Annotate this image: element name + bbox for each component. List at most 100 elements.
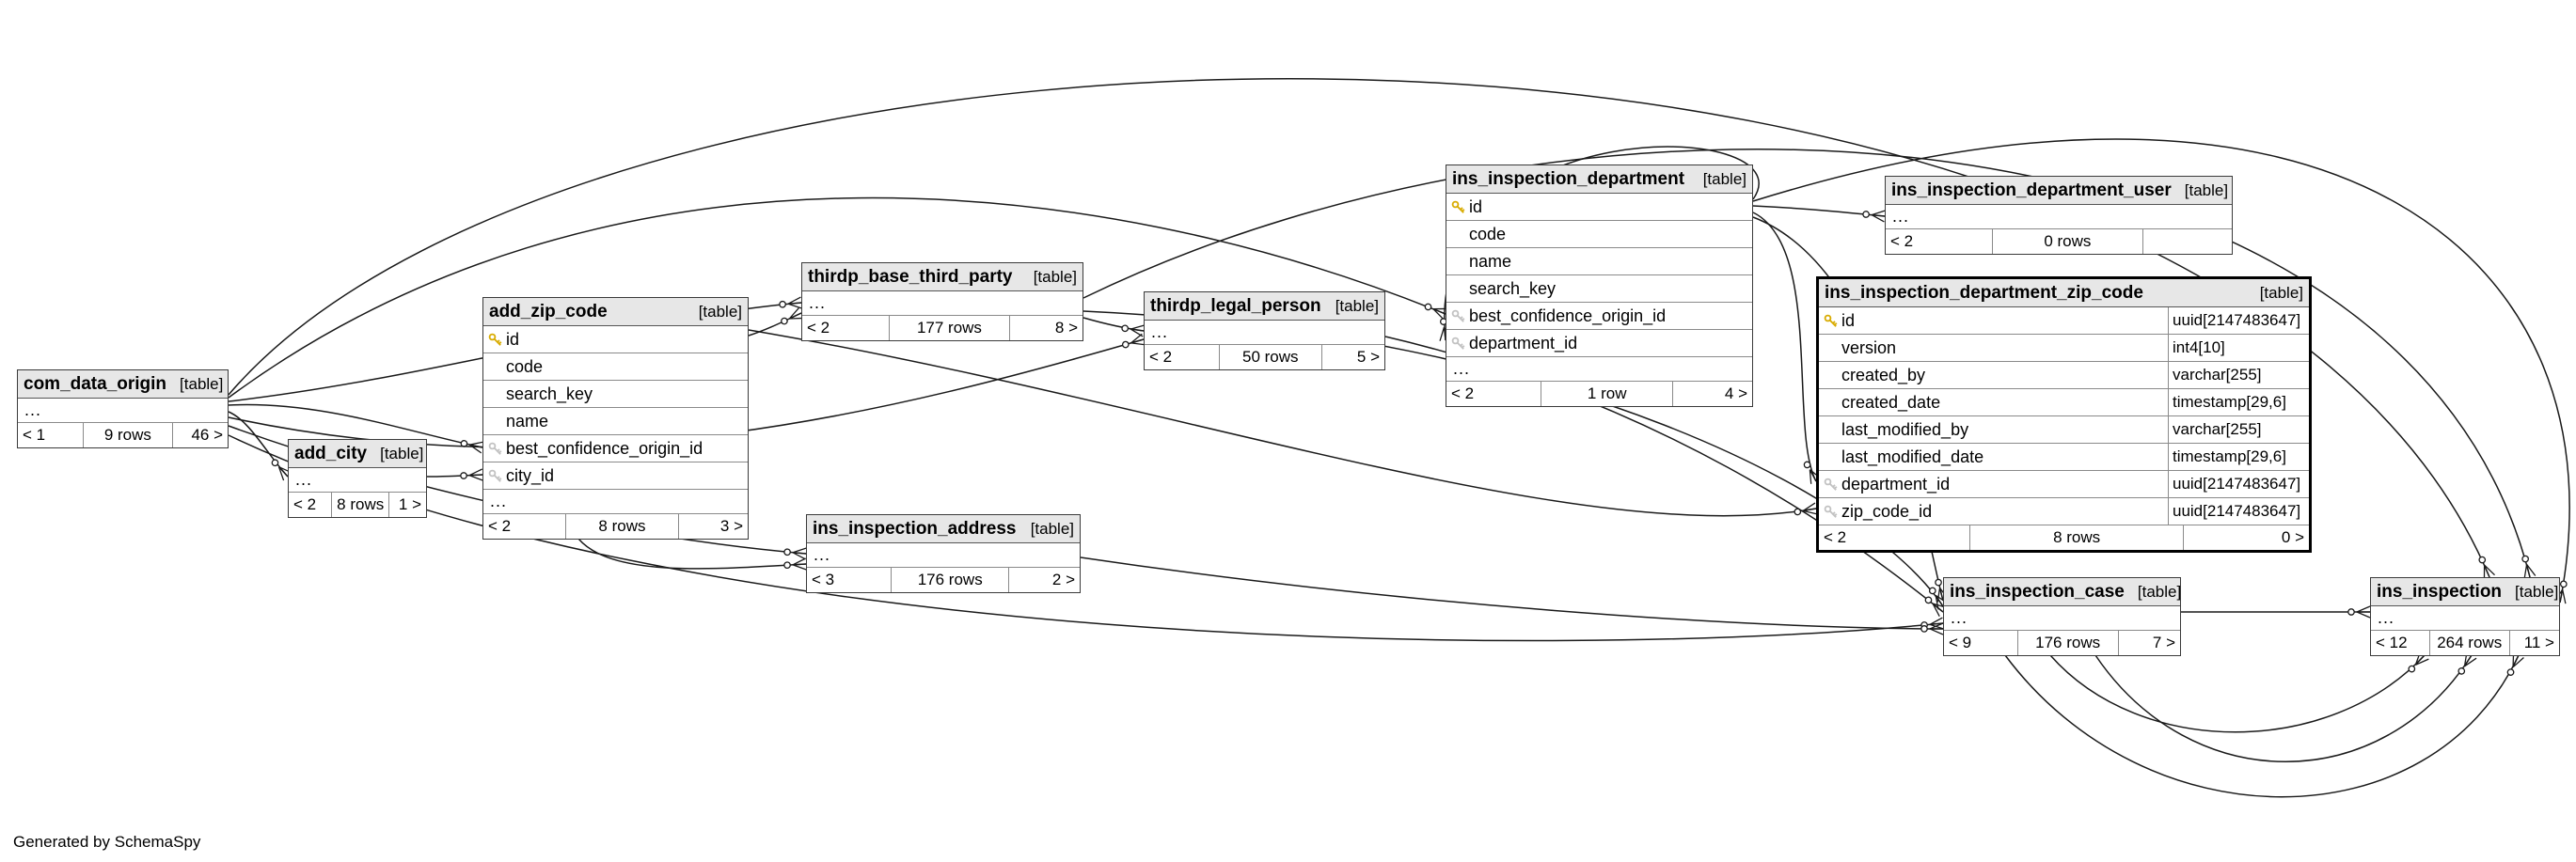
column-row: search_key [1446,275,1752,303]
column-row: code [1446,221,1752,248]
table-title[interactable]: add_city [294,443,368,463]
table-title[interactable]: ins_inspection_case [1950,581,2125,602]
column-type: uuid[2147483647] [2168,498,2309,525]
table-title[interactable]: ins_inspection [2377,581,2503,602]
parent-count: < 3 [807,568,893,592]
child-count: 7 > [2152,634,2175,651]
column-row: id [483,326,748,353]
column-name: search_key [506,384,593,403]
column-type: varchar[255] [2168,362,2309,388]
table-type-tag: [table] [2184,180,2229,199]
key-icon-spacer [1819,444,1841,470]
table-title[interactable]: add_zip_code [489,301,608,321]
column-type: uuid[2147483647] [2168,307,2309,334]
column-name: version [1841,337,1897,357]
table-node-com-data-origin[interactable]: com_data_origin [table] ... < 1 9 rows 4… [17,369,229,448]
column-row: search_key [483,381,748,408]
column-row: last_modified_date timestamp[29,6] [1819,444,2309,471]
column-name: city_id [506,465,555,485]
row-count: 0 rows [1993,229,2143,254]
foreign-key-icon [1819,498,1841,525]
key-icon-spacer [1446,221,1469,247]
table-node-ins-inspection-department-user[interactable]: ins_inspection_department_user [table] .… [1885,176,2233,255]
table-title[interactable]: com_data_origin [24,373,167,394]
table-node-ins-inspection-department[interactable]: ins_inspection_department [table] id cod… [1446,165,1753,407]
row-count: 177 rows [890,316,1010,340]
column-type: timestamp[29,6] [2168,389,2309,415]
relationship-edge [228,434,1944,642]
table-footer: < 2 50 rows 5 > [1145,345,1384,369]
table-footer: < 2 0 rows [1886,229,2232,254]
foreign-key-icon [483,435,506,462]
column-row: department_id [1446,330,1752,357]
foreign-key-icon [483,462,506,489]
table-title[interactable]: thirdp_base_third_party [808,266,1013,287]
table-node-thirdp-legal-person[interactable]: thirdp_legal_person [table] ... < 2 50 r… [1144,291,1385,370]
relationship-edge [1083,149,2536,579]
parent-count: < 2 [802,316,890,340]
child-count: 46 > [191,426,223,444]
table-header: ins_inspection [table] [2371,578,2559,606]
child-count: 8 > [1054,319,1078,337]
relationship-edge [1080,556,1944,635]
table-type-tag: [table] [180,374,224,393]
relationship-edge [748,329,1818,517]
table-type-tag: [table] [2137,582,2182,601]
table-title[interactable]: ins_inspection_department_user [1891,180,2172,200]
column-name: name [1469,251,1512,271]
key-icon-spacer [1819,362,1841,388]
parent-count: < 9 [1944,631,2018,655]
column-type: timestamp[29,6] [2168,444,2309,470]
table-node-ins-inspection[interactable]: ins_inspection [table] ... < 12 264 rows… [2370,577,2560,656]
table-footer: < 1 9 rows 46 > [18,423,228,447]
table-footer: < 2 177 rows 8 > [802,316,1083,340]
child-count [2143,229,2233,254]
row-count: 8 rows [1970,525,2185,550]
columns-ellipsis: ... [807,543,1080,568]
table-header: com_data_origin [table] [18,370,228,399]
table-title[interactable]: ins_inspection_address [813,518,1017,539]
column-type: uuid[2147483647] [2168,471,2309,497]
table-node-ins-inspection-department-zip-code[interactable]: ins_inspection_department_zip_code [tabl… [1816,276,2312,553]
key-icon-spacer [483,381,506,407]
table-type-tag: [table] [698,302,742,321]
table-title[interactable]: thirdp_legal_person [1150,295,1321,316]
relationship-edge [1083,317,1145,337]
table-node-add-zip-code[interactable]: add_zip_code [table] id code search_key … [482,297,749,540]
table-node-ins-inspection-case[interactable]: ins_inspection_case [table] ... < 9 176 … [1943,577,2181,656]
table-title[interactable]: ins_inspection_department_zip_code [1825,282,2143,303]
column-row: id uuid[2147483647] [1819,307,2309,335]
columns-ellipsis: ... [1886,205,2232,229]
parent-count: < 2 [1886,229,1994,254]
column-row: last_modified_by varchar[255] [1819,416,2309,444]
table-footer: < 2 8 rows 0 > [1819,525,2309,550]
table-node-ins-inspection-address[interactable]: ins_inspection_address [table] ... < 3 1… [806,514,1081,593]
table-type-tag: [table] [1335,296,1379,315]
parent-count: < 2 [1819,525,1971,550]
relationship-edge [426,468,483,481]
child-count: 0 > [2281,528,2304,546]
column-name: id [1841,310,1856,330]
column-row: zip_code_id uuid[2147483647] [1819,498,2309,525]
table-node-add-city[interactable]: add_city [table] ... < 2 8 rows 1 > [288,439,427,518]
table-header: thirdp_base_third_party [table] [802,263,1083,291]
table-footer: < 3 176 rows 2 > [807,568,1080,592]
table-title[interactable]: ins_inspection_department [1452,168,1685,189]
parent-count: < 2 [1145,345,1220,369]
table-node-thirdp-base-third-party[interactable]: thirdp_base_third_party [table] ... < 2 … [801,262,1083,341]
columns-ellipsis: ... [802,291,1083,316]
key-icon-spacer [1819,416,1841,443]
column-type: varchar[255] [2168,416,2309,443]
row-count: 9 rows [84,423,173,447]
column-row: version int4[10] [1819,335,2309,362]
column-name: department_id [1469,333,1578,353]
table-footer: < 12 264 rows 11 > [2371,631,2559,655]
parent-count: < 12 [2371,631,2430,655]
column-row: department_id uuid[2147483647] [1819,471,2309,498]
table-header: add_zip_code [table] [483,298,748,326]
foreign-key-icon [1446,330,1469,356]
table-footer: < 2 8 rows 1 > [289,493,426,517]
column-row: best_confidence_origin_id [483,435,748,462]
child-count: 5 > [1356,348,1380,366]
